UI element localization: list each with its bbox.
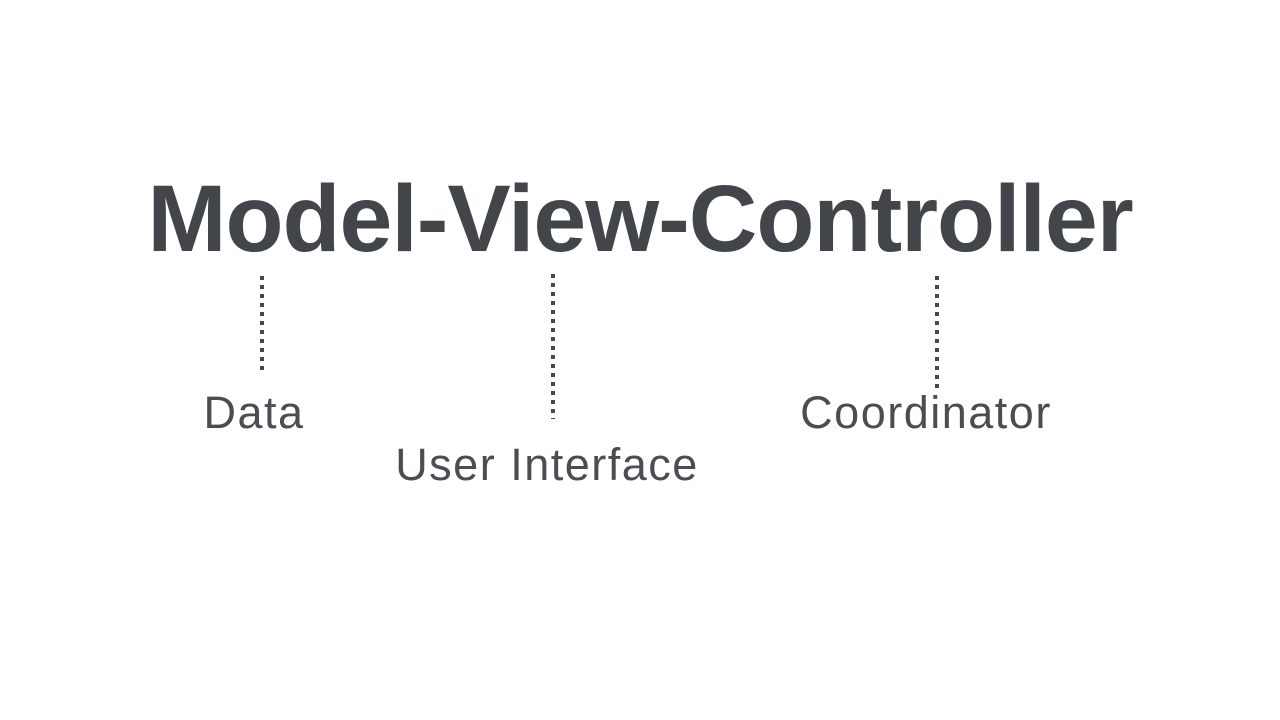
model-dotted-connector-line — [260, 276, 264, 371]
model-meaning-label: Data — [203, 387, 305, 438]
diagram-title: Model-View-Controller — [147, 166, 1133, 272]
view-dotted-connector-line — [551, 274, 555, 419]
controller-meaning-label: Coordinator — [800, 387, 1052, 438]
controller-dotted-connector-line — [935, 276, 939, 393]
view-meaning-label: User Interface — [395, 439, 699, 490]
